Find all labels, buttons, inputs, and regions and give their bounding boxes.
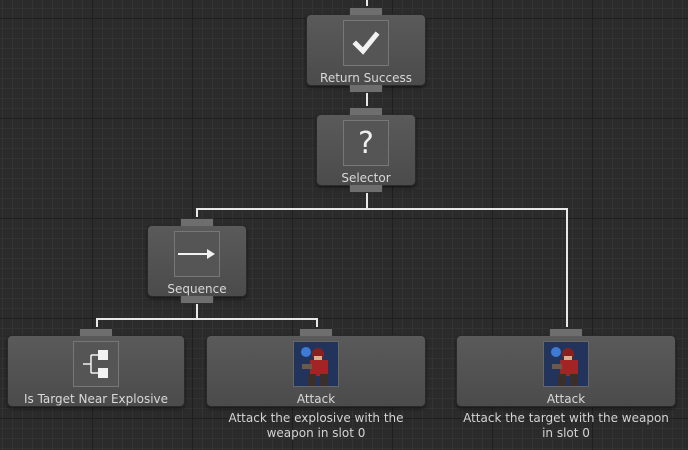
output-port[interactable] bbox=[180, 296, 214, 304]
node-label: Return Success bbox=[320, 71, 412, 85]
question-mark-icon: ? bbox=[343, 120, 389, 166]
node-label: Attack bbox=[296, 392, 336, 406]
sequence-node[interactable]: Sequence bbox=[147, 218, 247, 304]
input-port[interactable] bbox=[299, 328, 333, 336]
input-port[interactable] bbox=[349, 107, 383, 115]
attack-explosive-node[interactable]: Attack bbox=[206, 328, 426, 407]
output-port[interactable] bbox=[349, 85, 383, 93]
connection-selector-to-attack-target bbox=[367, 208, 568, 327]
node-label: Selector bbox=[341, 171, 391, 185]
node-label: Attack bbox=[546, 392, 586, 406]
return-success-node[interactable]: Return Success bbox=[306, 7, 426, 93]
soldier-portrait-icon bbox=[543, 341, 589, 387]
checkmark-icon bbox=[343, 20, 389, 66]
node-label: Is Target Near Explosive bbox=[23, 392, 169, 406]
input-port[interactable] bbox=[549, 328, 583, 336]
attack-target-node[interactable]: Attack bbox=[456, 328, 676, 407]
soldier-portrait-icon bbox=[293, 341, 339, 387]
input-port[interactable] bbox=[79, 328, 113, 336]
input-port[interactable] bbox=[180, 218, 214, 226]
arrow-right-icon bbox=[174, 231, 220, 277]
attack-explosive-comment: Attack the explosive with the weapon in … bbox=[228, 411, 404, 440]
attack-target-comment: Attack the target with the weapon in slo… bbox=[463, 411, 669, 440]
connection-selector-to-children bbox=[196, 191, 368, 217]
output-port[interactable] bbox=[349, 185, 383, 193]
conditional-branch-icon bbox=[73, 341, 119, 387]
input-port[interactable] bbox=[349, 7, 383, 15]
connection-sequence-to-children bbox=[96, 301, 198, 327]
selector-node[interactable]: ? Selector bbox=[316, 107, 416, 193]
is-target-near-explosive-node[interactable]: Is Target Near Explosive bbox=[7, 328, 185, 407]
connection-sequence-to-attack-explosive bbox=[197, 318, 318, 327]
node-label: Sequence bbox=[167, 282, 227, 296]
